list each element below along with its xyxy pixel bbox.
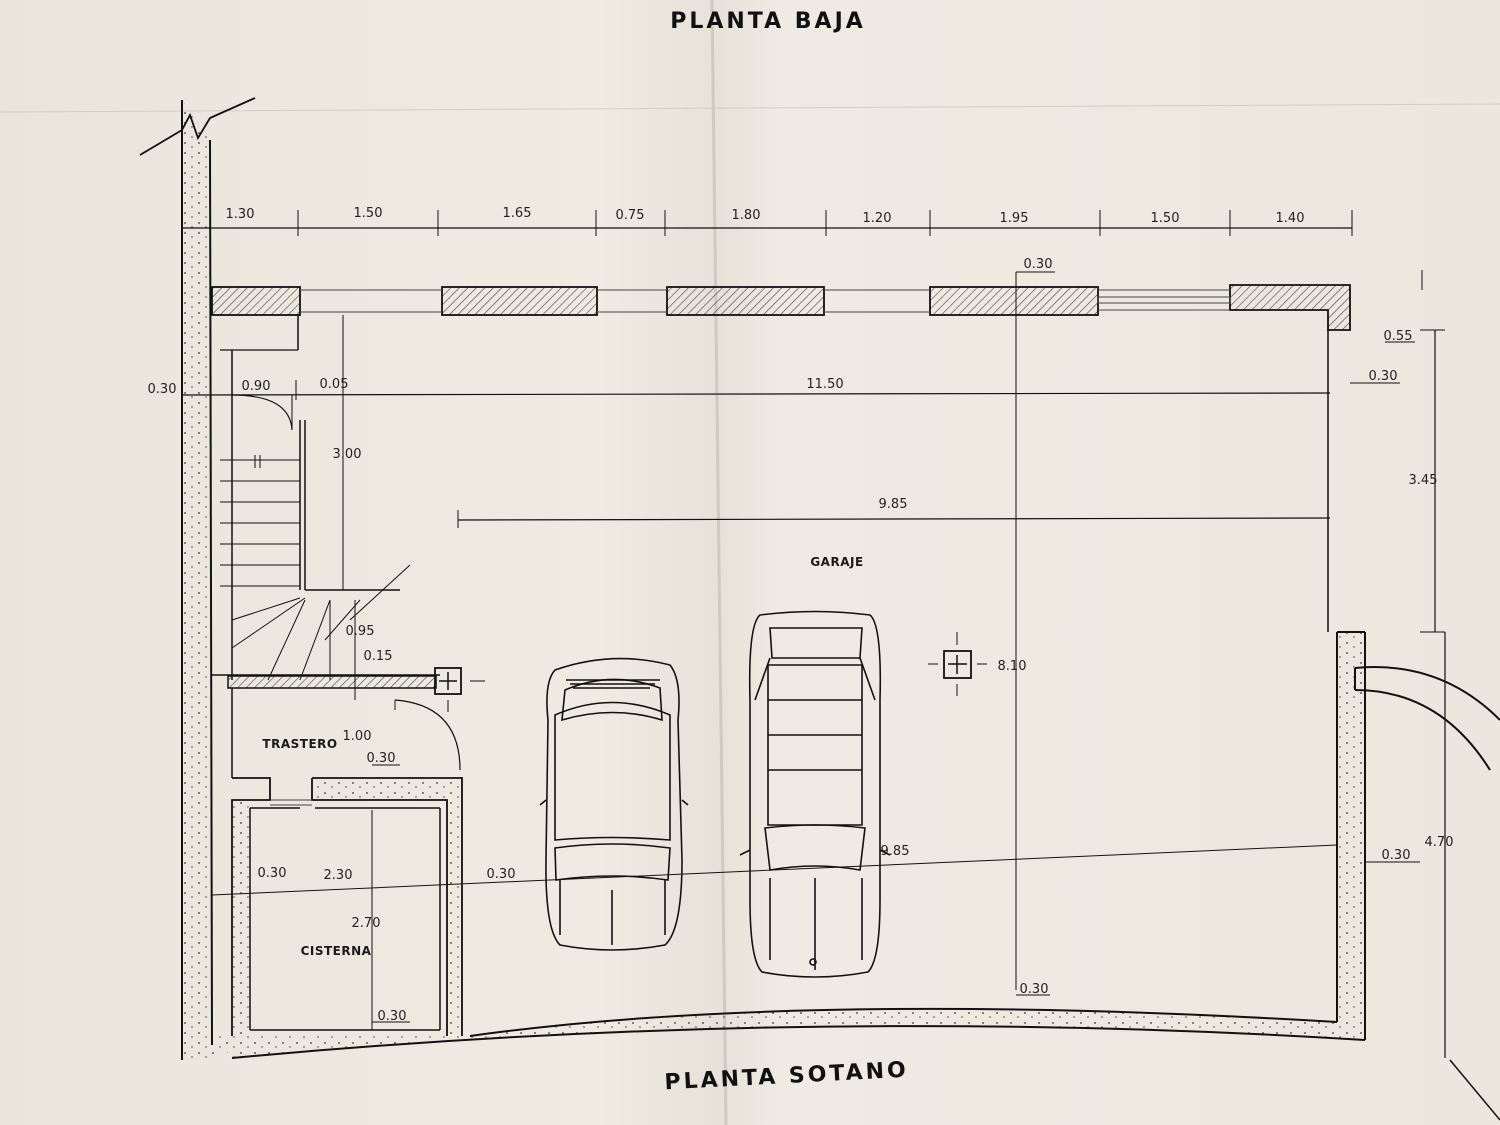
room-label-cistern: CISTERNA xyxy=(301,944,372,958)
drain-symbol-stair xyxy=(434,667,485,712)
dim-wall-030-mid: 0.30 xyxy=(487,867,516,882)
dim-door-090: 0.90 xyxy=(242,379,271,394)
left-retaining-wall xyxy=(139,97,256,1060)
wall-corner xyxy=(1229,284,1351,331)
dim-width-985: 9.85 xyxy=(879,497,908,512)
wall-pier-1 xyxy=(211,286,301,316)
dim-right-470: 4.70 xyxy=(1425,835,1454,850)
paper-crease xyxy=(0,103,1500,113)
top-dimension-chain xyxy=(181,210,1353,236)
dim-top-1: 1.30 xyxy=(226,207,255,222)
dim-storage-030: 0.30 xyxy=(367,751,396,766)
title-planta-baja: PLANTA BAJA xyxy=(670,9,866,34)
dim-top-5: 1.80 xyxy=(732,208,761,223)
dim-depth-810: 8.10 xyxy=(998,659,1027,674)
basement-outer-wall xyxy=(212,631,1366,1059)
car-1 xyxy=(539,657,689,951)
dim-cistern-030-left: 0.30 xyxy=(258,866,287,881)
dim-stair-095: 0.95 xyxy=(346,624,375,639)
dim-stair-300: 3.00 xyxy=(333,447,362,462)
ground-floor-wall xyxy=(211,284,1351,632)
dim-top-3: 1.65 xyxy=(503,206,532,221)
dim-bottom-030: 0.30 xyxy=(1020,982,1049,997)
dim-top-9: 1.40 xyxy=(1276,211,1305,226)
access-ramp xyxy=(1354,666,1500,1121)
dim-width-1150: 11.50 xyxy=(806,377,843,392)
dim-stair-015: 0.15 xyxy=(364,649,393,664)
wall-pier-3 xyxy=(666,286,825,316)
dim-wall-top: 0.30 xyxy=(1024,257,1053,272)
dim-right-030: 0.30 xyxy=(1369,369,1398,384)
room-label-storage: TRASTERO xyxy=(262,737,337,751)
dim-right-055: 0.55 xyxy=(1384,329,1413,344)
right-dimension-lines xyxy=(1350,270,1446,1058)
dim-top-2: 1.50 xyxy=(354,206,383,221)
staircase xyxy=(212,315,440,700)
dim-storage-100: 1.00 xyxy=(343,729,372,744)
dim-top-4: 0.75 xyxy=(616,208,645,223)
dim-cistern-230: 2.30 xyxy=(324,868,353,883)
wall-pier-4 xyxy=(929,286,1099,316)
dim-right-345: 3.45 xyxy=(1409,473,1438,488)
dim-top-7: 1.95 xyxy=(1000,211,1029,226)
room-label-garage: GARAJE xyxy=(810,555,863,569)
dim-cistern-030-bottom: 0.30 xyxy=(378,1009,407,1024)
dim-right-bottom-030: 0.30 xyxy=(1382,848,1411,863)
dim-top-8: 1.50 xyxy=(1151,211,1180,226)
dim-cistern-270: 2.70 xyxy=(352,916,381,931)
paper-fold xyxy=(710,0,728,1125)
car-2 xyxy=(739,610,891,978)
dim-top-6: 1.20 xyxy=(863,211,892,226)
dim-gap-005: 0.05 xyxy=(320,377,349,392)
storage-and-cistern-walls xyxy=(231,688,463,1036)
drain-symbol-garage xyxy=(928,632,987,696)
wall-pier-2 xyxy=(441,286,598,316)
title-planta-sotano: PLANTA SOTANO xyxy=(664,1058,910,1096)
dim-left-030: 0.30 xyxy=(148,382,177,397)
dim-bottom-985: 9.85 xyxy=(881,844,910,859)
